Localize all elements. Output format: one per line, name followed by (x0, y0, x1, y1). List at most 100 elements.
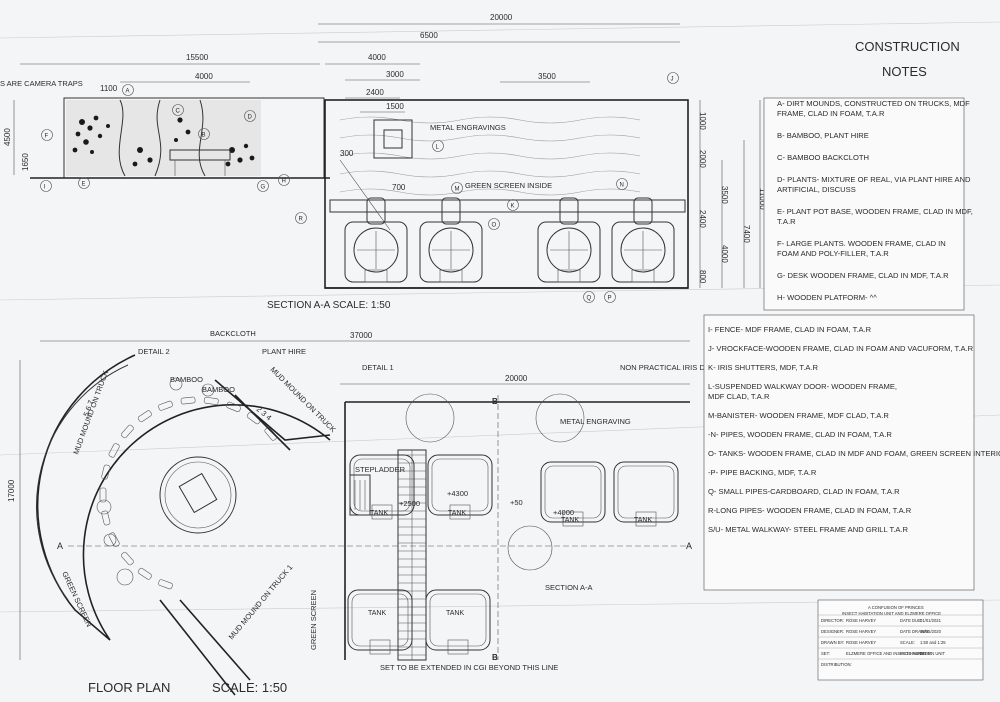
dim-15500: 15500 (186, 53, 209, 62)
section-tank (419, 197, 483, 283)
section-mark-a-right: A (686, 541, 692, 551)
section-tank (537, 197, 601, 283)
note-item: -P- PIPE BACKING, MDF, T.A.R (708, 468, 817, 477)
callout-letter-h: H (282, 179, 286, 185)
note-item: A- DIRT MOUNDS, CONSTRUCTED ON TRUCKS, M… (777, 99, 970, 108)
callout-letter-p: P (608, 296, 612, 302)
stepladder-label: STEPLADDER (355, 465, 406, 474)
section-mark-a-left: A (57, 541, 63, 551)
title-block-cell: DIRECTOR: (821, 618, 844, 623)
mud-mound-truck-1: MUD MOUND ON TRUCK 1 (227, 563, 295, 641)
notes-box-upper (763, 97, 965, 311)
dim-4000-a: 4000 (368, 53, 386, 62)
callout-letter-c: C (176, 109, 181, 115)
section-mark-b-bottom: B (492, 653, 498, 662)
floor-plan-scale: SCALE: 1:50 (212, 680, 287, 695)
section-tank (611, 197, 675, 283)
numbers-right: 2 3 4 (255, 405, 274, 423)
dim-2400: 2400 (366, 88, 384, 97)
callout-letter-l: L (436, 145, 440, 151)
callout-letter-f: F (45, 134, 49, 140)
metal-engraving-label: METAL ENGRAVING (560, 417, 631, 426)
construction-notes: CONSTRUCTION NOTES A- DIRT MOUNDS, CONST… (703, 39, 1000, 591)
green-screen-inside-label: GREEN SCREEN INSIDE (465, 181, 552, 190)
note-item: E- PLANT POT BASE, WOODEN FRAME, CLAD IN… (777, 207, 973, 216)
camera-traps-label: S ARE CAMERA TRAPS (0, 79, 83, 88)
plant-hire-label: PLANT HIRE (262, 347, 306, 356)
note-item: S/U- METAL WALKWAY- STEEL FRAME AND GRIL… (708, 525, 909, 534)
dim-37000: 37000 (350, 331, 373, 340)
note-item: FOAM AND POLY-FILLER, T.A.R (777, 249, 889, 258)
dim-20000-plan: 20000 (505, 374, 528, 383)
title-block-cell: 01 (920, 651, 925, 656)
note-item: I- FENCE- MDF FRAME, CLAD IN FOAM, T.A.R (708, 325, 872, 334)
dim-r2000: 2000 (698, 150, 707, 168)
level-2500: +2500 (399, 499, 420, 508)
dim-4000-b: 4000 (195, 72, 213, 81)
metal-engravings-label: METAL ENGRAVINGS (430, 123, 506, 132)
dim-4500: 4500 (3, 128, 12, 146)
floor-plan-title: FLOOR PLAN (88, 680, 170, 695)
tb-heading-2: INSECT HABITATION UNIT AND ELZMERE OFFIC… (842, 611, 941, 616)
note-item: B- BAMBOO, PLANT HIRE (777, 131, 869, 140)
callout-letter-q: Q (587, 296, 592, 302)
tank-label: TANK (634, 517, 652, 524)
title-block-cell: DRAWN BY: (821, 640, 844, 645)
plan-tank: TANK (347, 589, 413, 655)
callout-letter-e: E (82, 182, 86, 188)
title-block-cell: DESIGNER: (821, 629, 844, 634)
title-block-cell: DISTRIBUTION: (821, 662, 852, 667)
title-block-cell: PAGE NUMBER: (900, 651, 932, 656)
title-block-cell: 01/01/2021 (920, 618, 942, 623)
dim-1650: 1650 (21, 153, 30, 171)
plan-tank: TANK (613, 461, 679, 527)
note-item: ARTIFICIAL, DISCUSS (777, 185, 856, 194)
title-block-cell: SET: (821, 651, 830, 656)
note-item: F- LARGE PLANTS. WOODEN FRAME, CLAD IN (777, 239, 946, 248)
level-50: +50 (510, 498, 523, 507)
foliage-pattern (72, 115, 255, 167)
callout-letter-j: J (671, 77, 674, 83)
note-item: J- VROCKFACE-WOODEN FRAME, CLAD IN FOAM … (708, 344, 974, 353)
tank-label: TANK (370, 510, 388, 517)
note-item: D- PLANTS- MIXTURE OF REAL, VIA PLANT HI… (777, 175, 971, 184)
section-tank (344, 197, 408, 283)
callout-letter-n: N (620, 183, 624, 189)
plan-tank: TANK (425, 589, 491, 655)
bamboo-label-1: BAMBOO (170, 375, 203, 384)
bamboo-label-2: BAMBOO (202, 385, 235, 394)
iris-door-label: NON PRACTICAL IRIS DOOR (620, 363, 722, 372)
dim-r7400: 7400 (742, 225, 751, 243)
note-item: T.A.R (777, 217, 796, 226)
plan-tank: TANK (427, 454, 493, 520)
note-item: Q- SMALL PIPES-CARDBOARD, CLAD IN FOAM, … (708, 487, 900, 496)
section-drawing: 20000 6500 15500 4000 4000 1100 3000 350… (0, 13, 767, 311)
note-item: L-SUSPENDED WALKWAY DOOR- WOODEN FRAME, (708, 382, 897, 391)
plan-tanks: TANK TANK TANK TANK TANK TANK (347, 454, 679, 655)
title-block-cell: SCALE: (900, 640, 915, 645)
backcloth-label: BACKCLOTH (210, 329, 256, 338)
callout-letter-a: A (126, 89, 130, 95)
section-tanks (344, 197, 675, 283)
title-block-cell: 1:50 and 1:25 (920, 640, 946, 645)
note-item: M-BANISTER- WOODEN FRAME, MDF CLAD, T.A.… (708, 411, 889, 420)
title-block-cell: ROSE HARVEY (846, 629, 876, 634)
callout-letter-d: D (248, 115, 253, 121)
bench-ring (99, 396, 278, 590)
title-block-cell: ROSE HARVEY (846, 640, 876, 645)
note-item: C- BAMBOO BACKCLOTH (777, 153, 869, 162)
plan-tank: TANK (540, 461, 606, 527)
dim-3500: 3500 (538, 72, 556, 81)
tank-label: TANK (368, 610, 386, 617)
dim-1500: 1500 (386, 102, 404, 111)
notes-title-1: CONSTRUCTION (855, 39, 960, 54)
section-title: SECTION A-A SCALE: 1:50 (267, 300, 391, 311)
dim-r800: 800 (698, 270, 707, 284)
detail-2-label: DETAIL 2 (138, 347, 170, 356)
floor-plan-drawing: 37000 20000 17000 BAMBOO BAMBOO BACKCLOT… (7, 329, 722, 696)
note-item: K- IRIS SHUTTERS, MDF, T.A.R (708, 363, 818, 372)
